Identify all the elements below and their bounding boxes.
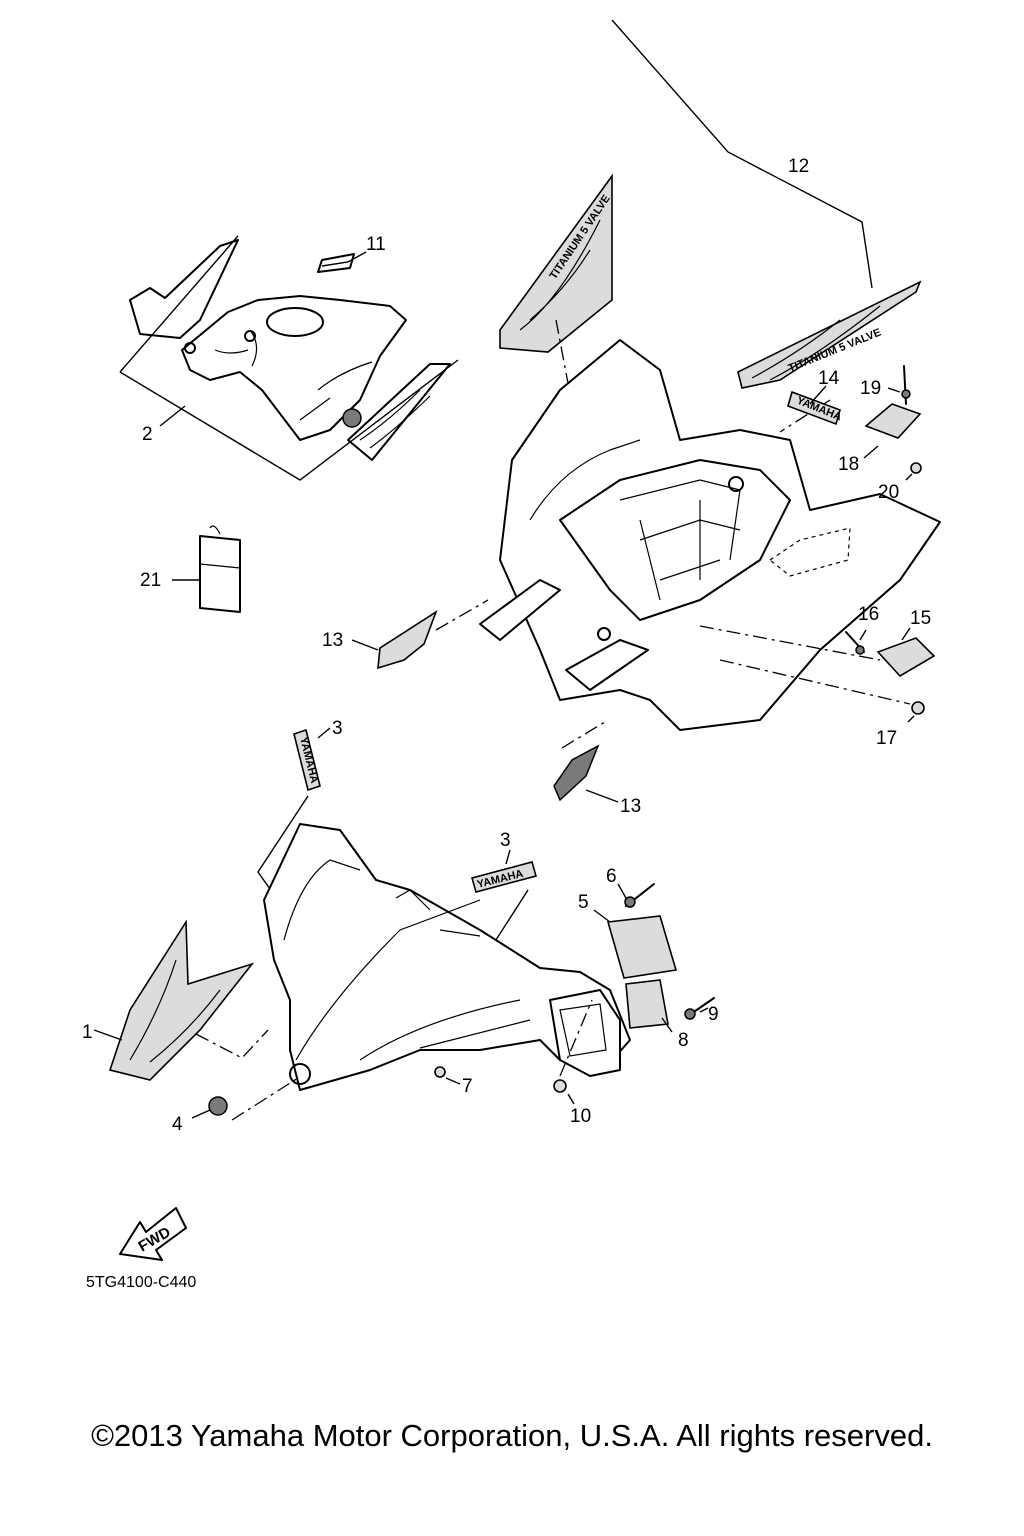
- callout-13-upper: 13: [322, 630, 343, 651]
- information-label-tag: [172, 525, 241, 613]
- callout-1: 1: [82, 1022, 93, 1043]
- drawing-code: 5TG4100-C440: [86, 1274, 197, 1291]
- front-fender-group: YAMAHA YAMAHA: [93, 727, 715, 1121]
- callout-3-upper: 3: [332, 718, 343, 739]
- callout-10: 10: [570, 1106, 591, 1127]
- callout-19: 19: [860, 378, 881, 399]
- callout-2: 2: [142, 424, 153, 445]
- callout-12: 12: [788, 156, 809, 177]
- callout-7: 7: [462, 1076, 473, 1097]
- callout-3-lower: 3: [500, 830, 511, 851]
- callout-13-lower: 13: [620, 796, 641, 817]
- rear-fender-group: TITANIUM 5 VALVE TITANIUM 5 VALVE YAMAHA: [351, 19, 941, 803]
- front-top-cover-group: [119, 235, 459, 481]
- callout-20: 20: [878, 482, 899, 503]
- callout-6: 6: [606, 866, 617, 887]
- callout-15: 15: [910, 608, 931, 629]
- forward-direction-arrow: FWD: [119, 1207, 187, 1261]
- callout-18: 18: [838, 454, 859, 475]
- callout-17: 17: [876, 728, 897, 749]
- copyright-notice: ©2013 Yamaha Motor Corporation, U.S.A. A…: [91, 1418, 933, 1453]
- callout-14: 14: [818, 368, 840, 389]
- callout-21: 21: [140, 570, 161, 591]
- callout-9: 9: [708, 1004, 719, 1025]
- callout-8: 8: [678, 1030, 689, 1051]
- callout-16: 16: [858, 604, 879, 625]
- callout-5: 5: [578, 892, 589, 913]
- callout-4: 4: [172, 1114, 183, 1135]
- callout-11: 11: [366, 234, 386, 255]
- callout-numbers: 1 2 3 3 4 5 6 7 8 9 10 11 12 13 13 14 15…: [82, 156, 931, 1135]
